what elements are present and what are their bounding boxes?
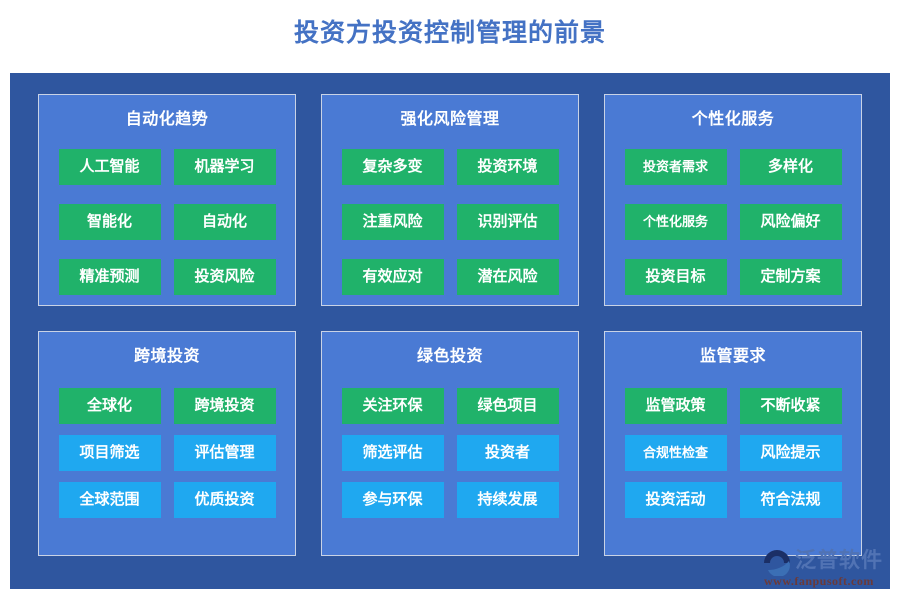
content-panel: 自动化趋势人工智能机器学习智能化自动化精准预测投资风险强化风险管理复杂多变投资环…: [10, 73, 890, 589]
card-title: 绿色投资: [416, 348, 483, 365]
keyword-tag[interactable]: 投资环境: [456, 149, 559, 185]
keyword-tag[interactable]: 合规性检查: [624, 435, 727, 471]
card-title: 强化风险管理: [400, 111, 500, 128]
keyword-tag[interactable]: 有效应对: [341, 259, 444, 295]
keyword-tag[interactable]: 筛选评估: [341, 435, 444, 471]
logo-url: www.fanpusoft.com: [764, 574, 874, 588]
card-title: 监管要求: [699, 348, 766, 365]
keyword-tag[interactable]: 项目筛选: [58, 435, 161, 471]
topic-card: 绿色投资关注环保绿色项目筛选评估投资者参与环保持续发展: [321, 331, 579, 556]
keyword-tag[interactable]: 评估管理: [173, 435, 276, 471]
tag-list: 人工智能机器学习智能化自动化精准预测投资风险: [39, 149, 295, 295]
tag-list: 复杂多变投资环境注重风险识别评估有效应对潜在风险: [322, 149, 578, 295]
keyword-tag[interactable]: 潜在风险: [456, 259, 559, 295]
keyword-tag[interactable]: 持续发展: [456, 482, 559, 518]
keyword-tag[interactable]: 符合法规: [739, 482, 842, 518]
keyword-tag[interactable]: 风险偏好: [739, 204, 842, 240]
keyword-tag[interactable]: 投资风险: [173, 259, 276, 295]
tag-list: 监管政策不断收紧合规性检查风险提示投资活动符合法规: [605, 388, 861, 518]
keyword-tag[interactable]: 优质投资: [173, 482, 276, 518]
keyword-tag[interactable]: 投资目标: [624, 259, 727, 295]
topic-card: 监管要求监管政策不断收紧合规性检查风险提示投资活动符合法规: [604, 331, 862, 556]
keyword-tag[interactable]: 全球范围: [58, 482, 161, 518]
keyword-tag[interactable]: 监管政策: [624, 388, 727, 424]
card-title: 跨境投资: [133, 348, 200, 365]
keyword-tag[interactable]: 投资者: [456, 435, 559, 471]
topic-card: 自动化趋势人工智能机器学习智能化自动化精准预测投资风险: [38, 94, 296, 306]
keyword-tag[interactable]: 关注环保: [341, 388, 444, 424]
tag-list: 关注环保绿色项目筛选评估投资者参与环保持续发展: [322, 388, 578, 518]
tag-list: 全球化跨境投资项目筛选评估管理全球范围优质投资: [39, 388, 295, 518]
keyword-tag[interactable]: 参与环保: [341, 482, 444, 518]
fanpu-logo-icon: [764, 550, 790, 576]
keyword-tag[interactable]: 投资活动: [624, 482, 727, 518]
topic-card: 强化风险管理复杂多变投资环境注重风险识别评估有效应对潜在风险: [321, 94, 579, 306]
card-title: 个性化服务: [691, 111, 775, 128]
card-title: 自动化趋势: [125, 111, 209, 128]
keyword-tag[interactable]: 注重风险: [341, 204, 444, 240]
keyword-tag[interactable]: 精准预测: [58, 259, 161, 295]
keyword-tag[interactable]: 自动化: [173, 204, 276, 240]
topic-card: 个性化服务投资者需求多样化个性化服务风险偏好投资目标定制方案: [604, 94, 862, 306]
keyword-tag[interactable]: 投资者需求: [624, 149, 727, 185]
topic-card: 跨境投资全球化跨境投资项目筛选评估管理全球范围优质投资: [38, 331, 296, 556]
brand-logo: 泛普软件 www.fanpusoft.com: [762, 548, 892, 590]
logo-name: 泛普软件: [795, 549, 883, 572]
keyword-tag[interactable]: 多样化: [739, 149, 842, 185]
keyword-tag[interactable]: 机器学习: [173, 149, 276, 185]
card-grid: 自动化趋势人工智能机器学习智能化自动化精准预测投资风险强化风险管理复杂多变投资环…: [38, 94, 862, 556]
keyword-tag[interactable]: 风险提示: [739, 435, 842, 471]
keyword-tag[interactable]: 人工智能: [58, 149, 161, 185]
keyword-tag[interactable]: 跨境投资: [173, 388, 276, 424]
keyword-tag[interactable]: 定制方案: [739, 259, 842, 295]
keyword-tag[interactable]: 个性化服务: [624, 204, 727, 240]
keyword-tag[interactable]: 智能化: [58, 204, 161, 240]
keyword-tag[interactable]: 复杂多变: [341, 149, 444, 185]
page-title: 投资方投资控制管理的前景: [293, 19, 606, 47]
keyword-tag[interactable]: 识别评估: [456, 204, 559, 240]
keyword-tag[interactable]: 绿色项目: [456, 388, 559, 424]
keyword-tag[interactable]: 全球化: [58, 388, 161, 424]
tag-list: 投资者需求多样化个性化服务风险偏好投资目标定制方案: [605, 149, 861, 295]
keyword-tag[interactable]: 不断收紧: [739, 388, 842, 424]
